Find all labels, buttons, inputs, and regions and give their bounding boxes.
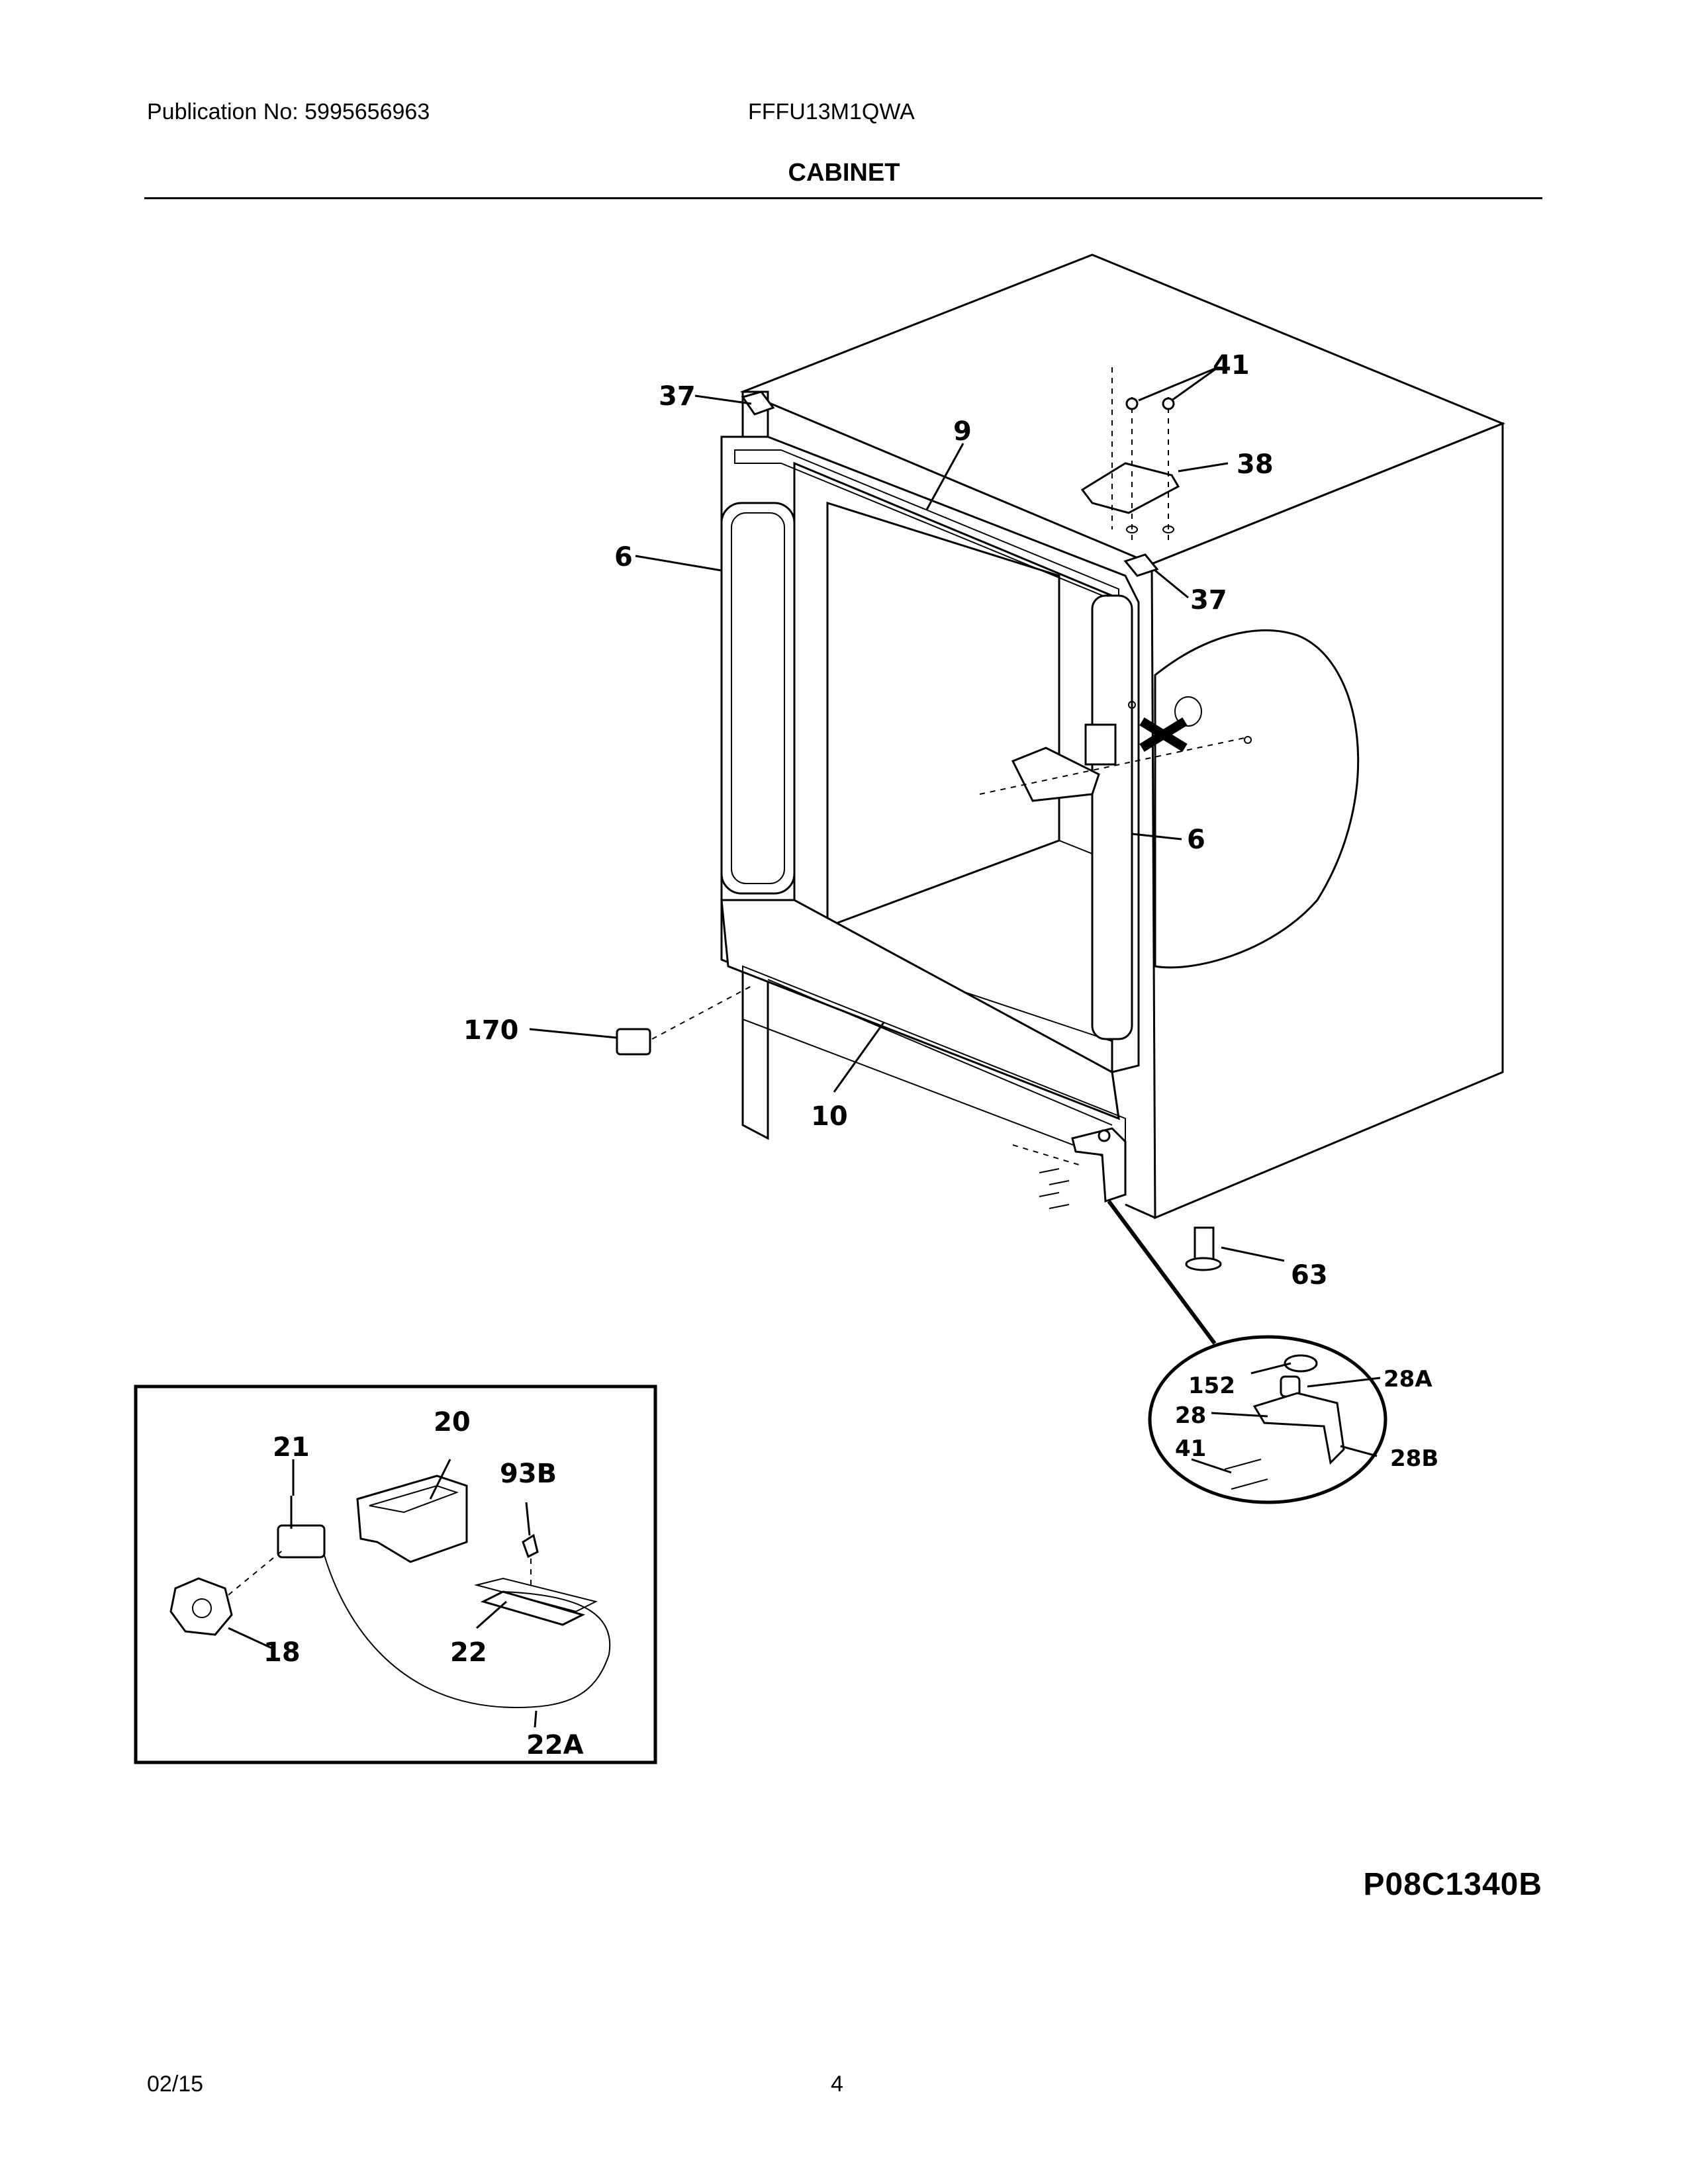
callout-28: 28 bbox=[1175, 1402, 1206, 1429]
heater-clip bbox=[522, 1533, 539, 1559]
model-number: FFFU13M1QWA bbox=[748, 99, 915, 124]
callout-63: 63 bbox=[1291, 1260, 1328, 1291]
callout-28A: 28A bbox=[1383, 1366, 1432, 1392]
gasket-left-inner bbox=[731, 512, 785, 884]
callout-20: 20 bbox=[434, 1407, 471, 1437]
callout-9: 9 bbox=[953, 416, 972, 447]
callout-6-left: 6 bbox=[614, 542, 633, 572]
liner-back bbox=[826, 501, 1060, 929]
defrost-heater-inset bbox=[134, 1385, 657, 1764]
light-switch bbox=[616, 1028, 651, 1056]
leveling-leg bbox=[1194, 1226, 1215, 1262]
callout-170: 170 bbox=[463, 1015, 519, 1046]
callout-152: 152 bbox=[1188, 1373, 1235, 1399]
interior-bracket bbox=[1011, 747, 1100, 802]
callout-21: 21 bbox=[273, 1432, 310, 1463]
gasket-right bbox=[1091, 594, 1133, 1040]
inset-frame bbox=[134, 1385, 657, 1764]
control-knob bbox=[169, 1577, 233, 1636]
section-title: CABINET bbox=[788, 159, 900, 187]
callout-10: 10 bbox=[811, 1101, 848, 1132]
hinge-plate-detail bbox=[1252, 1392, 1345, 1465]
callout-22A: 22A bbox=[526, 1730, 584, 1760]
callout-93B: 93B bbox=[500, 1459, 557, 1489]
callout-38: 38 bbox=[1237, 449, 1274, 480]
detail-magnifier bbox=[1148, 1335, 1387, 1504]
callout-labels: 37 9 41 38 6 37 6 170 10 63 152 28A 28 4… bbox=[263, 350, 1438, 1760]
side-bulge-panel bbox=[1154, 629, 1360, 969]
hinge-cover-top-left bbox=[741, 390, 775, 416]
hinge-cover-top-right bbox=[1123, 553, 1159, 577]
heater-terminal bbox=[277, 1524, 326, 1559]
thermostat-block bbox=[1084, 723, 1117, 766]
callout-18: 18 bbox=[263, 1637, 301, 1668]
diagram-code: P08C1340B bbox=[1363, 1867, 1542, 1902]
cabinet-illustration bbox=[616, 253, 1505, 1345]
callout-41-top: 41 bbox=[1213, 350, 1250, 381]
callout-37-right: 37 bbox=[1190, 585, 1227, 615]
header-divider bbox=[144, 197, 1542, 199]
callout-28B: 28B bbox=[1390, 1445, 1438, 1472]
callout-22: 22 bbox=[450, 1637, 487, 1668]
callout-41-detail: 41 bbox=[1175, 1435, 1206, 1462]
top-hinge bbox=[1080, 462, 1180, 514]
bottom-breaker bbox=[720, 899, 1120, 1120]
callout-6-right: 6 bbox=[1187, 825, 1205, 855]
publication-number: Publication No: 5995656963 bbox=[147, 99, 430, 124]
heater-element bbox=[480, 1590, 586, 1626]
hinge-detail-view bbox=[1148, 1335, 1387, 1504]
bottom-hinge bbox=[1071, 1127, 1127, 1203]
callout-37-top: 37 bbox=[659, 381, 696, 412]
gasket-left bbox=[720, 502, 796, 895]
hinge-cam bbox=[1284, 1354, 1318, 1373]
heater-cover bbox=[356, 1475, 468, 1563]
heater-wire bbox=[324, 1555, 611, 1709]
footer-date: 02/15 bbox=[147, 2071, 204, 2097]
page-number: 4 bbox=[831, 2071, 843, 2097]
callout-leaders bbox=[228, 366, 1381, 1728]
side-port-hole bbox=[1174, 696, 1202, 727]
